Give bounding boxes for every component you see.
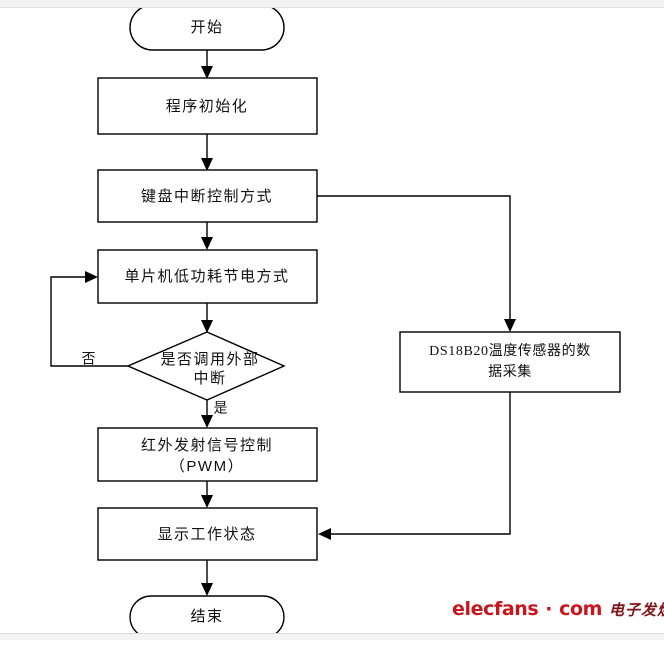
node-ds18b20-acquisition[interactable]: DS18B20温度传感器的数 据采集 — [399, 331, 621, 393]
node-ds18b20-label-line1: DS18B20温度传感器的数 — [429, 342, 591, 359]
node-infrared-pwm-label-line1: 红外发射信号控制 — [141, 437, 273, 454]
node-program-init[interactable]: 程序初始化 — [97, 77, 318, 135]
edge-keyboard-to-ds18b20 — [317, 195, 516, 332]
node-low-power-mode[interactable]: 单片机低功耗节电方式 — [97, 249, 318, 304]
watermark-separator-icon: · — [545, 598, 553, 620]
node-end[interactable]: 结束 — [129, 595, 285, 639]
edge-start-to-init — [201, 50, 213, 79]
node-end-label: 结束 — [190, 608, 223, 625]
node-start-label: 开始 — [190, 19, 223, 36]
node-decision-label-line1: 是否调用外部 — [160, 351, 259, 368]
site-watermark: elecfans · com 电子发烧友 — [452, 598, 664, 620]
branch-label-yes: 是 — [214, 400, 229, 416]
node-low-power-mode-label: 单片机低功耗节电方式 — [124, 268, 289, 285]
edge-keyboard-to-lowpower — [201, 222, 213, 250]
node-display-status-label: 显示工作状态 — [157, 526, 256, 543]
edge-lowpower-to-decision — [201, 303, 213, 333]
node-keyboard-interrupt-label: 键盘中断控制方式 — [141, 187, 273, 205]
top-edge-band — [0, 0, 664, 8]
watermark-tld: com — [559, 598, 603, 620]
node-ds18b20-label-line2: 据采集 — [488, 363, 532, 380]
edge-display-to-end — [201, 560, 213, 596]
watermark-chinese-name: 电子发烧友 — [609, 601, 664, 619]
node-infrared-pwm[interactable]: 红外发射信号控制 （PWM） — [97, 427, 318, 482]
edge-decision-yes-to-infrared — [201, 400, 213, 428]
edge-decision-no-loopback — [50, 271, 128, 367]
node-program-init-label: 程序初始化 — [166, 98, 249, 115]
node-keyboard-interrupt[interactable]: 键盘中断控制方式 — [97, 169, 318, 223]
edge-ds18b20-to-display — [318, 392, 511, 540]
node-start[interactable]: 开始 — [129, 4, 285, 51]
bottom-edge-band — [0, 633, 664, 640]
edge-infrared-to-display — [201, 481, 213, 508]
node-infrared-pwm-label-line2: （PWM） — [170, 458, 244, 475]
watermark-brand: elecfans — [452, 598, 539, 620]
node-decision-external-interrupt[interactable]: 是否调用外部 中断 — [126, 331, 286, 401]
branch-label-no: 否 — [82, 351, 97, 367]
edge-init-to-keyboard — [201, 134, 213, 171]
node-decision-label-line2: 中断 — [193, 370, 226, 387]
node-display-status[interactable]: 显示工作状态 — [97, 507, 318, 561]
